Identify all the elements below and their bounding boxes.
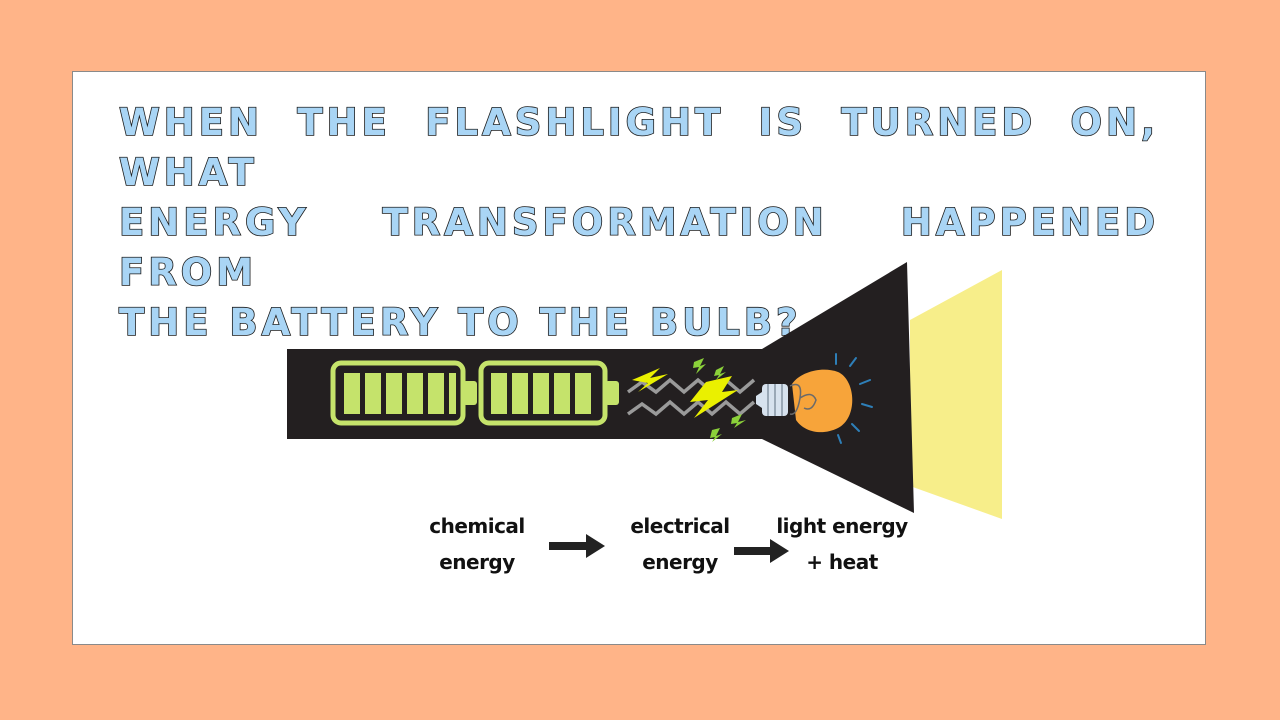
stage-label-light: light energy + heat bbox=[766, 508, 918, 580]
arrow-chemical-to-electrical bbox=[549, 534, 605, 558]
wire-zigzag-bottom bbox=[626, 399, 756, 417]
lightning-bolt-left bbox=[632, 368, 668, 392]
lightning-bolt-center bbox=[690, 376, 738, 418]
light-bulb-icon bbox=[756, 369, 853, 433]
spark-small-top-right bbox=[714, 366, 726, 380]
stage-label-electrical: electrical energy bbox=[612, 508, 748, 580]
stage-label-chemical-line2: energy bbox=[439, 550, 515, 574]
battery-right bbox=[478, 360, 619, 426]
stage-label-light-line1: light energy bbox=[776, 514, 908, 538]
question-line-1: WHEN THE FLASHLIGHT IS TURNED ON, WHAT bbox=[118, 100, 1159, 195]
question-title: WHEN THE FLASHLIGHT IS TURNED ON, WHAT E… bbox=[118, 98, 1159, 348]
question-line-3: THE BATTERY TO THE BULB? bbox=[118, 300, 802, 345]
spark-small-bottom bbox=[710, 428, 722, 442]
stage-label-light-line2: + heat bbox=[806, 550, 878, 574]
question-line-2: ENERGY TRANSFORMATION HAPPENED FROM bbox=[118, 200, 1159, 295]
arrow-electrical-to-light bbox=[734, 539, 789, 563]
light-beam bbox=[910, 270, 1002, 519]
spark-small-bottom-right bbox=[731, 414, 746, 428]
wire-zigzag-top bbox=[626, 377, 756, 395]
stage-label-chemical-line1: chemical bbox=[429, 514, 525, 538]
stage-label-electrical-line2: energy bbox=[642, 550, 718, 574]
flashlight-body bbox=[287, 262, 914, 513]
battery-left bbox=[330, 360, 477, 426]
light-rays bbox=[835, 353, 873, 444]
stage-label-chemical: chemical energy bbox=[412, 508, 542, 580]
stage-label-electrical-line1: electrical bbox=[630, 514, 730, 538]
spark-small-top bbox=[693, 358, 706, 374]
